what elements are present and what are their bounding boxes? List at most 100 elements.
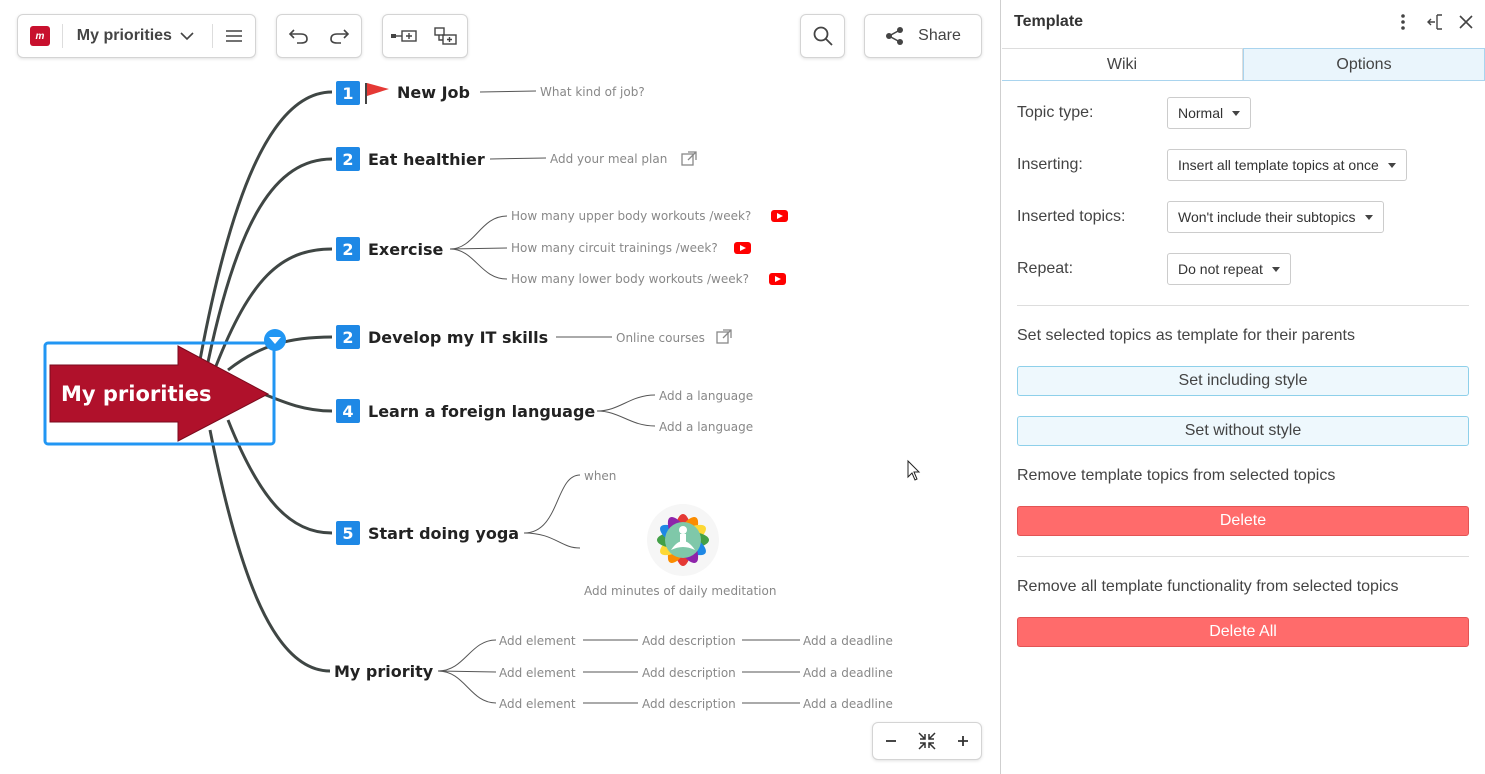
add-subtopic-icon — [434, 27, 457, 45]
subtopic-label[interactable]: Add description — [642, 697, 736, 711]
priority-badge — [336, 81, 360, 105]
priority-badge — [336, 521, 360, 545]
topic-type-value: Normal — [1178, 105, 1224, 121]
subtopic-label[interactable]: when — [584, 469, 616, 483]
close-icon — [1459, 15, 1473, 29]
youtube-icon[interactable] — [769, 273, 786, 285]
plus-icon — [958, 736, 969, 746]
mindmap-canvas[interactable]: My priorities 1 New Job What kind of job… — [0, 0, 1000, 774]
subtopic-label[interactable]: Add a deadline — [803, 666, 893, 680]
more-options-button[interactable] — [1395, 12, 1411, 32]
subtopic-label[interactable]: Add a deadline — [803, 697, 893, 711]
undo-button[interactable] — [277, 15, 319, 57]
subtopic-label[interactable]: Add element — [499, 666, 576, 680]
caret-down-icon — [1387, 162, 1396, 168]
meditation-image[interactable] — [647, 504, 719, 576]
template-panel: Template Wiki Options Topic type: Normal… — [1000, 0, 1485, 774]
topic-my-priority[interactable]: My priority — [334, 662, 434, 681]
subtopic-label[interactable]: Add element — [499, 697, 576, 711]
zoom-out-button[interactable] — [873, 723, 908, 759]
inserted-topics-select[interactable]: Won't include their subtopics — [1167, 201, 1384, 233]
insert-toolbar — [382, 14, 468, 58]
subtopic-label[interactable]: Online courses — [616, 331, 705, 345]
central-topic[interactable]: My priorities — [43, 329, 286, 446]
subtopic-label[interactable]: How many circuit trainings /week? — [511, 241, 718, 255]
subtopic-label[interactable]: How many lower body workouts /week? — [511, 272, 749, 286]
subtopic-label[interactable]: Add element — [499, 634, 576, 648]
topic-label: Learn a foreign language — [368, 402, 595, 421]
chevron-down-icon — [180, 32, 194, 41]
chevron-down-icon — [269, 337, 281, 344]
topic-label: Start doing yoga — [368, 524, 519, 543]
priority-badge — [336, 325, 360, 349]
history-toolbar — [276, 14, 362, 58]
section-divider — [1017, 305, 1469, 306]
inserted-topics-label: Inserted topics: — [1017, 208, 1126, 225]
delete-all-button[interactable]: Delete All — [1017, 617, 1469, 647]
youtube-icon[interactable] — [734, 242, 751, 254]
inserting-select[interactable]: Insert all template topics at once — [1167, 149, 1407, 181]
section-divider — [1017, 556, 1469, 557]
topic-exercise[interactable]: 2 Exercise — [336, 237, 443, 261]
topic-eat-healthier[interactable]: 2 Eat healthier — [336, 147, 485, 171]
search-button[interactable] — [800, 14, 845, 58]
repeat-select[interactable]: Do not repeat — [1167, 253, 1291, 285]
subtopic-label[interactable]: What kind of job? — [540, 85, 645, 99]
set-including-style-button[interactable]: Set including style — [1017, 366, 1469, 396]
caret-down-icon — [1364, 214, 1373, 220]
close-panel-button[interactable] — [1456, 12, 1476, 32]
mindmap-svg: My priorities 1 New Job What kind of job… — [43, 81, 921, 711]
subtopic-label[interactable]: Add your meal plan — [550, 152, 667, 166]
external-link-icon[interactable] — [681, 151, 697, 166]
subtopic-label[interactable]: How many upper body workouts /week? — [511, 209, 751, 223]
zoom-in-button[interactable] — [946, 723, 981, 759]
priority-badge — [336, 399, 360, 423]
add-sibling-topic-button[interactable] — [383, 15, 425, 57]
subtopic-label[interactable]: Add a language — [659, 389, 753, 403]
priority-badge — [336, 147, 360, 171]
set-template-heading: Set selected topics as template for thei… — [1017, 327, 1355, 344]
toolbar-divider — [61, 24, 63, 48]
subtopic-label[interactable]: Add minutes of daily meditation — [584, 584, 776, 598]
app-logo-button[interactable]: m — [18, 15, 62, 57]
subtopic-label[interactable]: Add a language — [659, 420, 753, 434]
panel-tabs: Wiki Options — [1002, 48, 1485, 81]
menu-button[interactable] — [213, 15, 255, 57]
redo-button[interactable] — [319, 15, 361, 57]
external-link-icon[interactable] — [716, 329, 732, 344]
caret-down-icon — [1232, 110, 1241, 116]
topic-label: New Job — [397, 83, 470, 102]
inserting-value: Insert all template topics at once — [1178, 157, 1379, 173]
priority-badge — [336, 237, 360, 261]
selection-box — [43, 341, 276, 446]
document-name-dropdown[interactable]: My priorities — [63, 15, 212, 57]
flag-icon — [365, 83, 389, 104]
subtopic-label[interactable]: Add description — [642, 634, 736, 648]
youtube-icon[interactable] — [771, 210, 788, 222]
topic-new-job[interactable]: 1 New Job — [336, 81, 470, 105]
vertical-dots-icon — [1401, 14, 1405, 30]
set-without-style-button[interactable]: Set without style — [1017, 416, 1469, 446]
subtopic-label[interactable]: Add description — [642, 666, 736, 680]
inserting-label: Inserting: — [1017, 156, 1083, 173]
inserted-topics-value: Won't include their subtopics — [1178, 209, 1356, 225]
document-name: My priorities — [76, 27, 172, 44]
tab-options[interactable]: Options — [1243, 48, 1485, 80]
priority-badge-number: 4 — [342, 402, 353, 421]
topic-develop-it-skills[interactable]: 2 Develop my IT skills — [336, 325, 548, 349]
add-subtopic-button[interactable] — [425, 15, 467, 57]
share-icon — [886, 27, 904, 45]
topic-learn-foreign-language[interactable]: 4 Learn a foreign language — [336, 399, 595, 423]
topic-type-label: Topic type: — [1017, 104, 1094, 121]
undock-panel-button[interactable] — [1425, 12, 1445, 32]
topic-start-doing-yoga[interactable]: 5 Start doing yoga — [336, 521, 519, 545]
subtopic-label[interactable]: Add a deadline — [803, 634, 893, 648]
priority-badge-number: 5 — [342, 524, 353, 543]
topic-type-select[interactable]: Normal — [1167, 97, 1252, 129]
priority-badge-number: 2 — [342, 150, 353, 169]
share-button[interactable]: Share — [864, 14, 982, 58]
fit-to-screen-button[interactable] — [908, 723, 945, 759]
tab-wiki[interactable]: Wiki — [1002, 48, 1243, 80]
delete-button[interactable]: Delete — [1017, 506, 1469, 536]
app-logo: m — [29, 26, 50, 46]
